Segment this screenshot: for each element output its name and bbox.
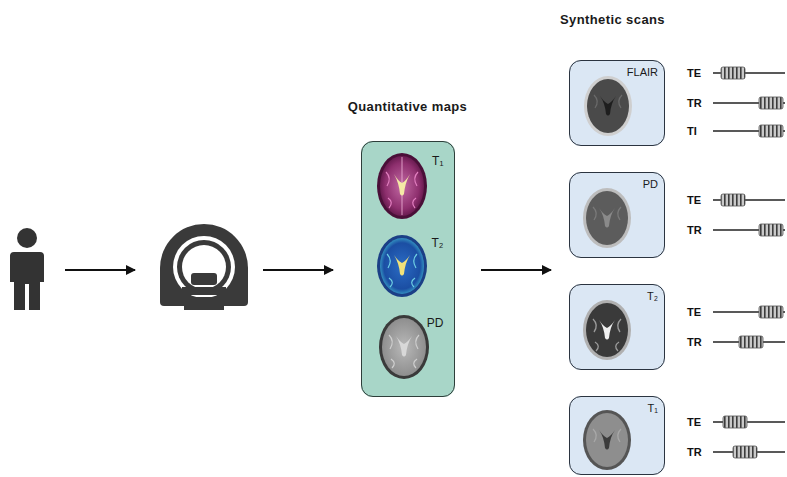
pd-map-image [379, 315, 429, 379]
panel-heading: Quantitative maps [348, 100, 468, 115]
slider-handle [721, 67, 783, 458]
parameter-name: TR [687, 97, 702, 110]
panel-fill [569, 284, 665, 370]
t1-scan-image [583, 410, 631, 470]
scan-box: PD [569, 172, 665, 258]
scan-box: T₁ [569, 396, 665, 475]
map-label: T₁ [374, 150, 452, 222]
scan-box: T₂ [569, 284, 665, 370]
image-label: PD [427, 317, 444, 331]
image-label: T₁ [432, 155, 443, 169]
parameter-name: TE [687, 67, 701, 80]
t2-map-image [377, 235, 427, 297]
parameter-name: TR [687, 336, 702, 349]
parameter-name: TE [687, 416, 701, 429]
map-label: PD [374, 312, 452, 384]
pd-scan-image [583, 188, 631, 248]
image-label: PD [643, 178, 658, 191]
t1-map-image [377, 153, 427, 219]
parameter-name: TE [687, 306, 701, 319]
map-label: T₂ [374, 232, 452, 300]
image-label: T₂ [432, 237, 444, 251]
parameter-name: TE [687, 194, 701, 207]
parameter-name: TR [687, 446, 702, 459]
image-label: FLAIR [627, 66, 658, 79]
panel-fill [569, 60, 665, 146]
image-label: T₂ [647, 290, 658, 303]
person-icon [10, 228, 44, 310]
panel-fill [361, 141, 455, 397]
flow-arrow [65, 269, 551, 271]
panel-fill [569, 172, 665, 258]
t2-scan-image [583, 300, 631, 360]
column-heading: Synthetic scans [560, 13, 665, 28]
parameter-name: TI [687, 125, 697, 138]
panel-fill [569, 396, 665, 475]
mri-scanner-icon [160, 224, 248, 310]
parameter-slider [713, 73, 785, 452]
maps-panel: Quantitative mapsT₁T₂PD [361, 141, 455, 397]
image-label: T₁ [648, 402, 658, 415]
parameter-name: TR [687, 224, 702, 237]
flair-scan-image [584, 76, 632, 136]
scan-box: FLAIR [569, 60, 665, 146]
